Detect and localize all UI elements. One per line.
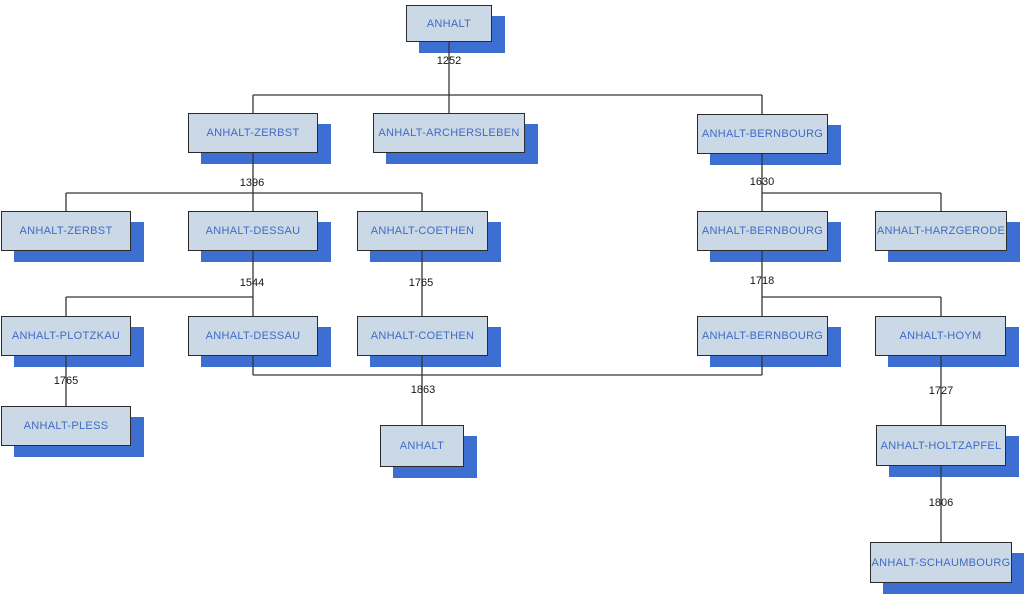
date-label: 1765 (408, 277, 434, 289)
tree-node-schaumbourg: ANHALT-SCHAUMBOURG (870, 542, 1012, 583)
date-label: 1806 (928, 497, 954, 509)
tree-node-coethen-gen4: ANHALT-COETHEN (357, 316, 488, 356)
tree-node-bernbourg-gen3: ANHALT-BERNBOURG (697, 211, 828, 251)
tree-node-dessau-gen3: ANHALT-DESSAU (188, 211, 318, 251)
tree-node-zerbst-gen2: ANHALT-ZERBST (188, 113, 318, 153)
tree-node-bernbourg-gen4: ANHALT-BERNBOURG (697, 316, 828, 356)
tree-node-bernbourg-gen2: ANHALT-BERNBOURG (697, 114, 828, 154)
tree-node-archersleben: ANHALT-ARCHERSLEBEN (373, 113, 525, 153)
date-label: 1765 (53, 375, 79, 387)
date-label: 1396 (239, 177, 265, 189)
tree-node-holtzapfel: ANHALT-HOLTZAPFEL (876, 425, 1006, 466)
tree-node-dessau-gen4: ANHALT-DESSAU (188, 316, 318, 356)
tree-node-pless: ANHALT-PLESS (1, 406, 131, 446)
date-label: 1718 (749, 275, 775, 287)
tree-node-anhalt-1863: ANHALT (380, 425, 464, 467)
date-label: 1252 (436, 55, 462, 67)
tree-node-plotzkau: ANHALT-PLOTZKAU (1, 316, 131, 356)
date-label: 1863 (410, 384, 436, 396)
date-label: 1630 (749, 176, 775, 188)
date-label: 1727 (928, 385, 954, 397)
tree-node-harzgerode: ANHALT-HARZGERODE (875, 211, 1007, 251)
tree-node-hoym: ANHALT-HOYM (875, 316, 1006, 356)
tree-node-coethen-gen3: ANHALT-COETHEN (357, 211, 488, 251)
date-label: 1544 (239, 277, 265, 289)
tree-node-anhalt-root: ANHALT (406, 5, 492, 42)
tree-node-zerbst-gen3: ANHALT-ZERBST (1, 211, 131, 251)
